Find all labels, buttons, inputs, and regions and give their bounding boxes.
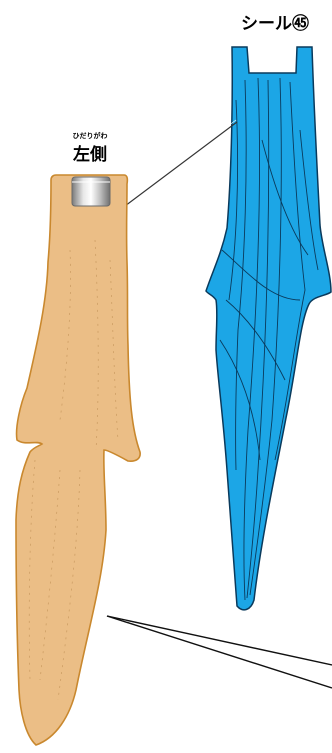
left-wood-piece [16, 175, 140, 745]
pointer-line-2 [107, 616, 332, 688]
pointer-line-1 [107, 616, 332, 665]
left-side-label: 左側 [60, 140, 120, 165]
metal-cap-icon [72, 177, 110, 206]
wood-shape [16, 175, 140, 745]
sticker-45-label: シール㊺ [222, 9, 328, 34]
